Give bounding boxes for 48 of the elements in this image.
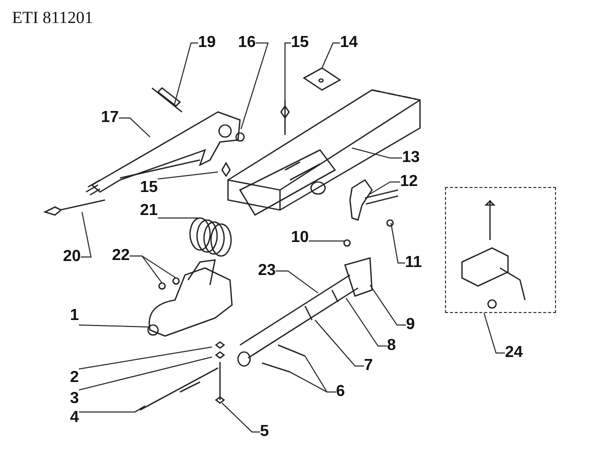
leader-line	[118, 118, 150, 138]
callout-number: 2	[70, 369, 79, 387]
leader-line	[314, 320, 364, 366]
dashed-frame	[445, 187, 556, 313]
callout-number: 10	[291, 229, 309, 247]
callout-number: 1	[70, 307, 79, 325]
callout-number: 5	[260, 423, 269, 441]
callout-number: 3	[70, 390, 79, 408]
callout-number: 19	[198, 34, 216, 52]
leader-line	[78, 356, 212, 390]
leader-line	[346, 298, 388, 346]
callout-number: 15	[291, 34, 309, 52]
callout-number: 12	[400, 173, 418, 191]
callout-number: 20	[63, 248, 81, 266]
leader-line	[129, 256, 176, 278]
leader-line	[284, 42, 292, 100]
leader-line	[370, 182, 400, 194]
callout-number: 23	[258, 262, 276, 280]
leader-line	[222, 402, 260, 432]
callout-number: 7	[364, 357, 373, 375]
callout-number: 4	[70, 409, 79, 427]
callout-number: 14	[340, 34, 358, 52]
callout-number: 13	[402, 149, 420, 167]
callout-number: 6	[336, 383, 345, 401]
callout-number: 24	[505, 344, 523, 362]
leader-line	[78, 346, 212, 370]
leader-line	[308, 240, 346, 242]
leader-line	[240, 42, 269, 130]
callout-number: 15	[140, 179, 158, 197]
leader-line	[390, 222, 406, 264]
leader-line	[157, 172, 218, 180]
drawing-number: ETI 811201	[12, 8, 94, 28]
leader-line	[370, 284, 406, 326]
callout-number: 11	[405, 254, 422, 272]
leader-line	[174, 42, 198, 106]
leader-line	[352, 148, 402, 158]
callout-number: 16	[238, 34, 256, 52]
callout-number: 22	[112, 247, 130, 265]
leader-line	[80, 212, 92, 258]
callout-number: 9	[406, 316, 415, 334]
leader-line	[484, 312, 506, 354]
leader-line	[275, 270, 318, 294]
leader-line	[304, 356, 336, 392]
leader-line	[322, 42, 340, 68]
leader-line	[78, 324, 150, 328]
callout-number: 17	[101, 109, 119, 127]
callout-number: 21	[140, 202, 158, 220]
callout-number: 8	[387, 337, 396, 355]
